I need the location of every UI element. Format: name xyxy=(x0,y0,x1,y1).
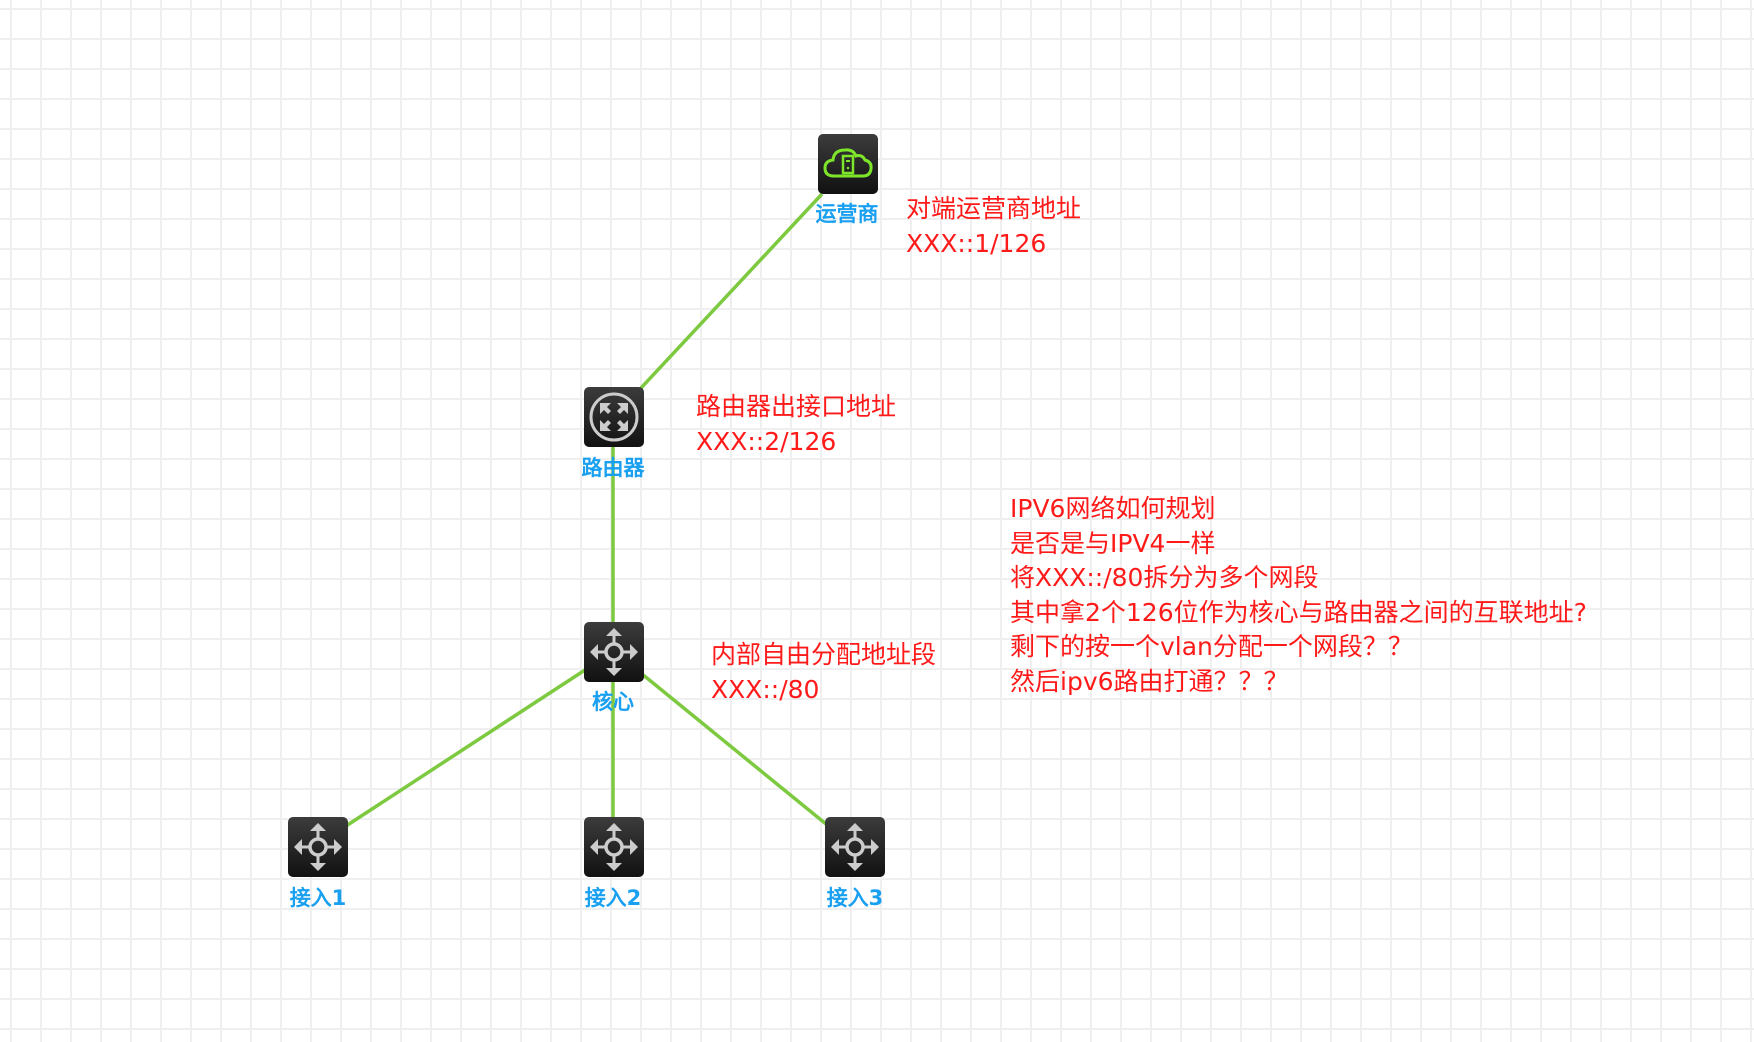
note-line: 路由器出接口地址 xyxy=(696,392,897,421)
isp-node[interactable] xyxy=(818,134,878,194)
switch-icon xyxy=(590,823,638,871)
switch-icon xyxy=(590,628,638,676)
note-line: IPV6网络如何规划 xyxy=(1010,494,1216,523)
note-line: 将XXX::/80拆分为多个网段 xyxy=(1010,563,1319,592)
note-line: 内部自由分配地址段 xyxy=(711,640,937,669)
router-address-note: 路由器出接口地址 XXX::2/126 xyxy=(696,390,896,459)
core-node[interactable] xyxy=(584,622,644,682)
isp-label: 运营商 xyxy=(815,202,879,226)
access3-label: 接入3 xyxy=(826,886,884,910)
access1-label: 接入1 xyxy=(289,886,347,910)
link-isp-router xyxy=(639,192,824,390)
switch-icon xyxy=(294,823,342,871)
core-label: 核心 xyxy=(592,690,634,714)
note-line: 剩下的按一个vlan分配一个网段？？ xyxy=(1010,632,1413,661)
note-line: 是否是与IPV4一样 xyxy=(1010,528,1216,558)
cloud-server-icon xyxy=(823,148,873,178)
router-node[interactable] xyxy=(584,387,644,447)
router-label: 路由器 xyxy=(581,456,645,480)
core-address-note: 内部自由分配地址段 XXX::/80 xyxy=(711,638,936,707)
note-line: XXX::2/126 xyxy=(696,426,837,456)
note-line: 然后ipv6路由打通？？？ xyxy=(1010,666,1289,696)
switch-icon xyxy=(831,823,879,871)
access1-node[interactable] xyxy=(288,817,348,877)
note-line: 对端运营商地址 xyxy=(906,194,1082,223)
access3-node[interactable] xyxy=(825,817,885,877)
access2-node[interactable] xyxy=(584,817,644,877)
note-line: XXX::1/126 xyxy=(906,228,1047,258)
access2-label: 接入2 xyxy=(584,886,642,910)
link-core-access3 xyxy=(640,672,828,826)
note-line: XXX::/80 xyxy=(711,674,820,704)
question-note: IPV6网络如何规划 是否是与IPV4一样 将XXX::/80拆分为多个网段 其… xyxy=(1010,492,1587,699)
isp-address-note: 对端运营商地址 XXX::1/126 xyxy=(906,192,1081,261)
link-core-access1 xyxy=(345,668,586,828)
router-icon xyxy=(589,392,639,442)
note-line: 其中拿2个126位作为核心与路由器之间的互联地址? xyxy=(1010,597,1587,627)
